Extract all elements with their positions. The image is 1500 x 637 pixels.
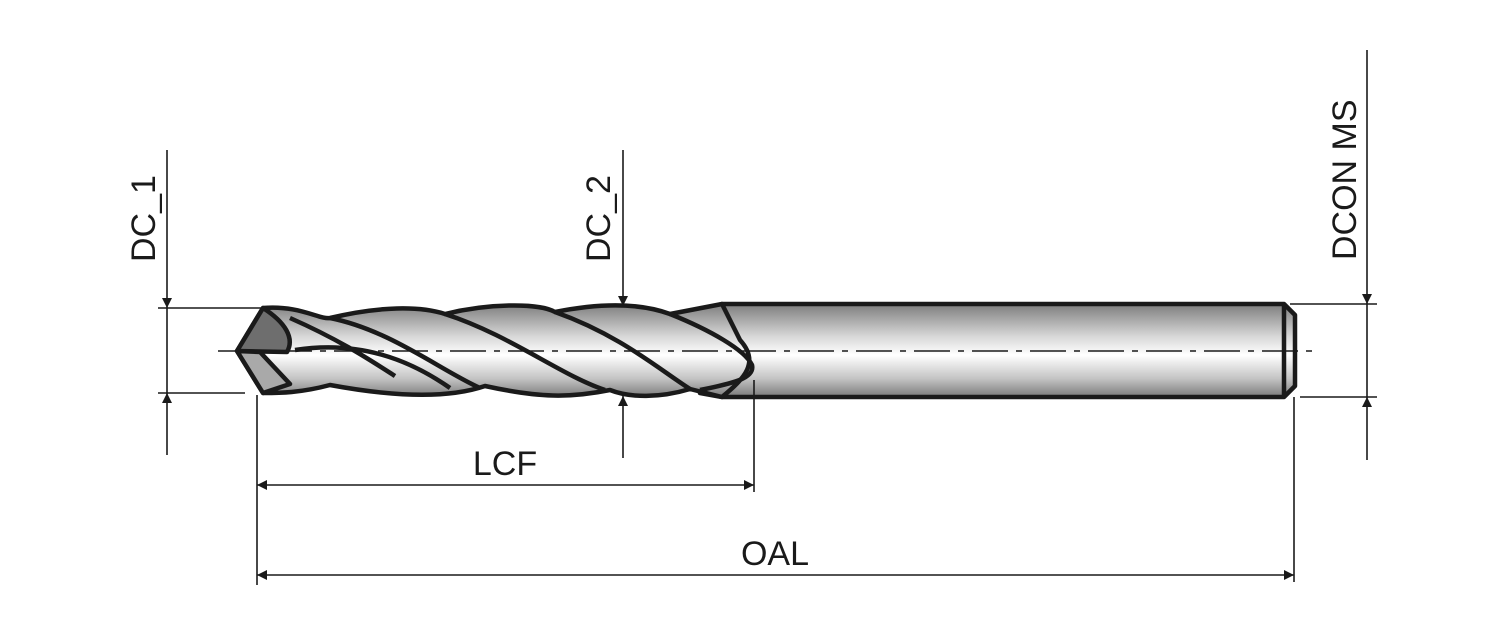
dimension-dc1: DC_1 [125,150,263,455]
dimension-lcf: LCF [256,380,755,585]
oal-label: OAL [741,535,809,573]
dimension-dc2: DC_2 [580,150,628,458]
dimension-oal: OAL [257,397,1295,582]
lcf-label: LCF [473,445,537,483]
dc1-label: DC_1 [125,175,163,262]
dimension-dcon-ms: DCON MS [1290,50,1377,460]
drill-flutes [234,301,755,400]
dcon-ms-label: DCON MS [1326,99,1364,260]
dc2-label: DC_2 [580,175,618,262]
